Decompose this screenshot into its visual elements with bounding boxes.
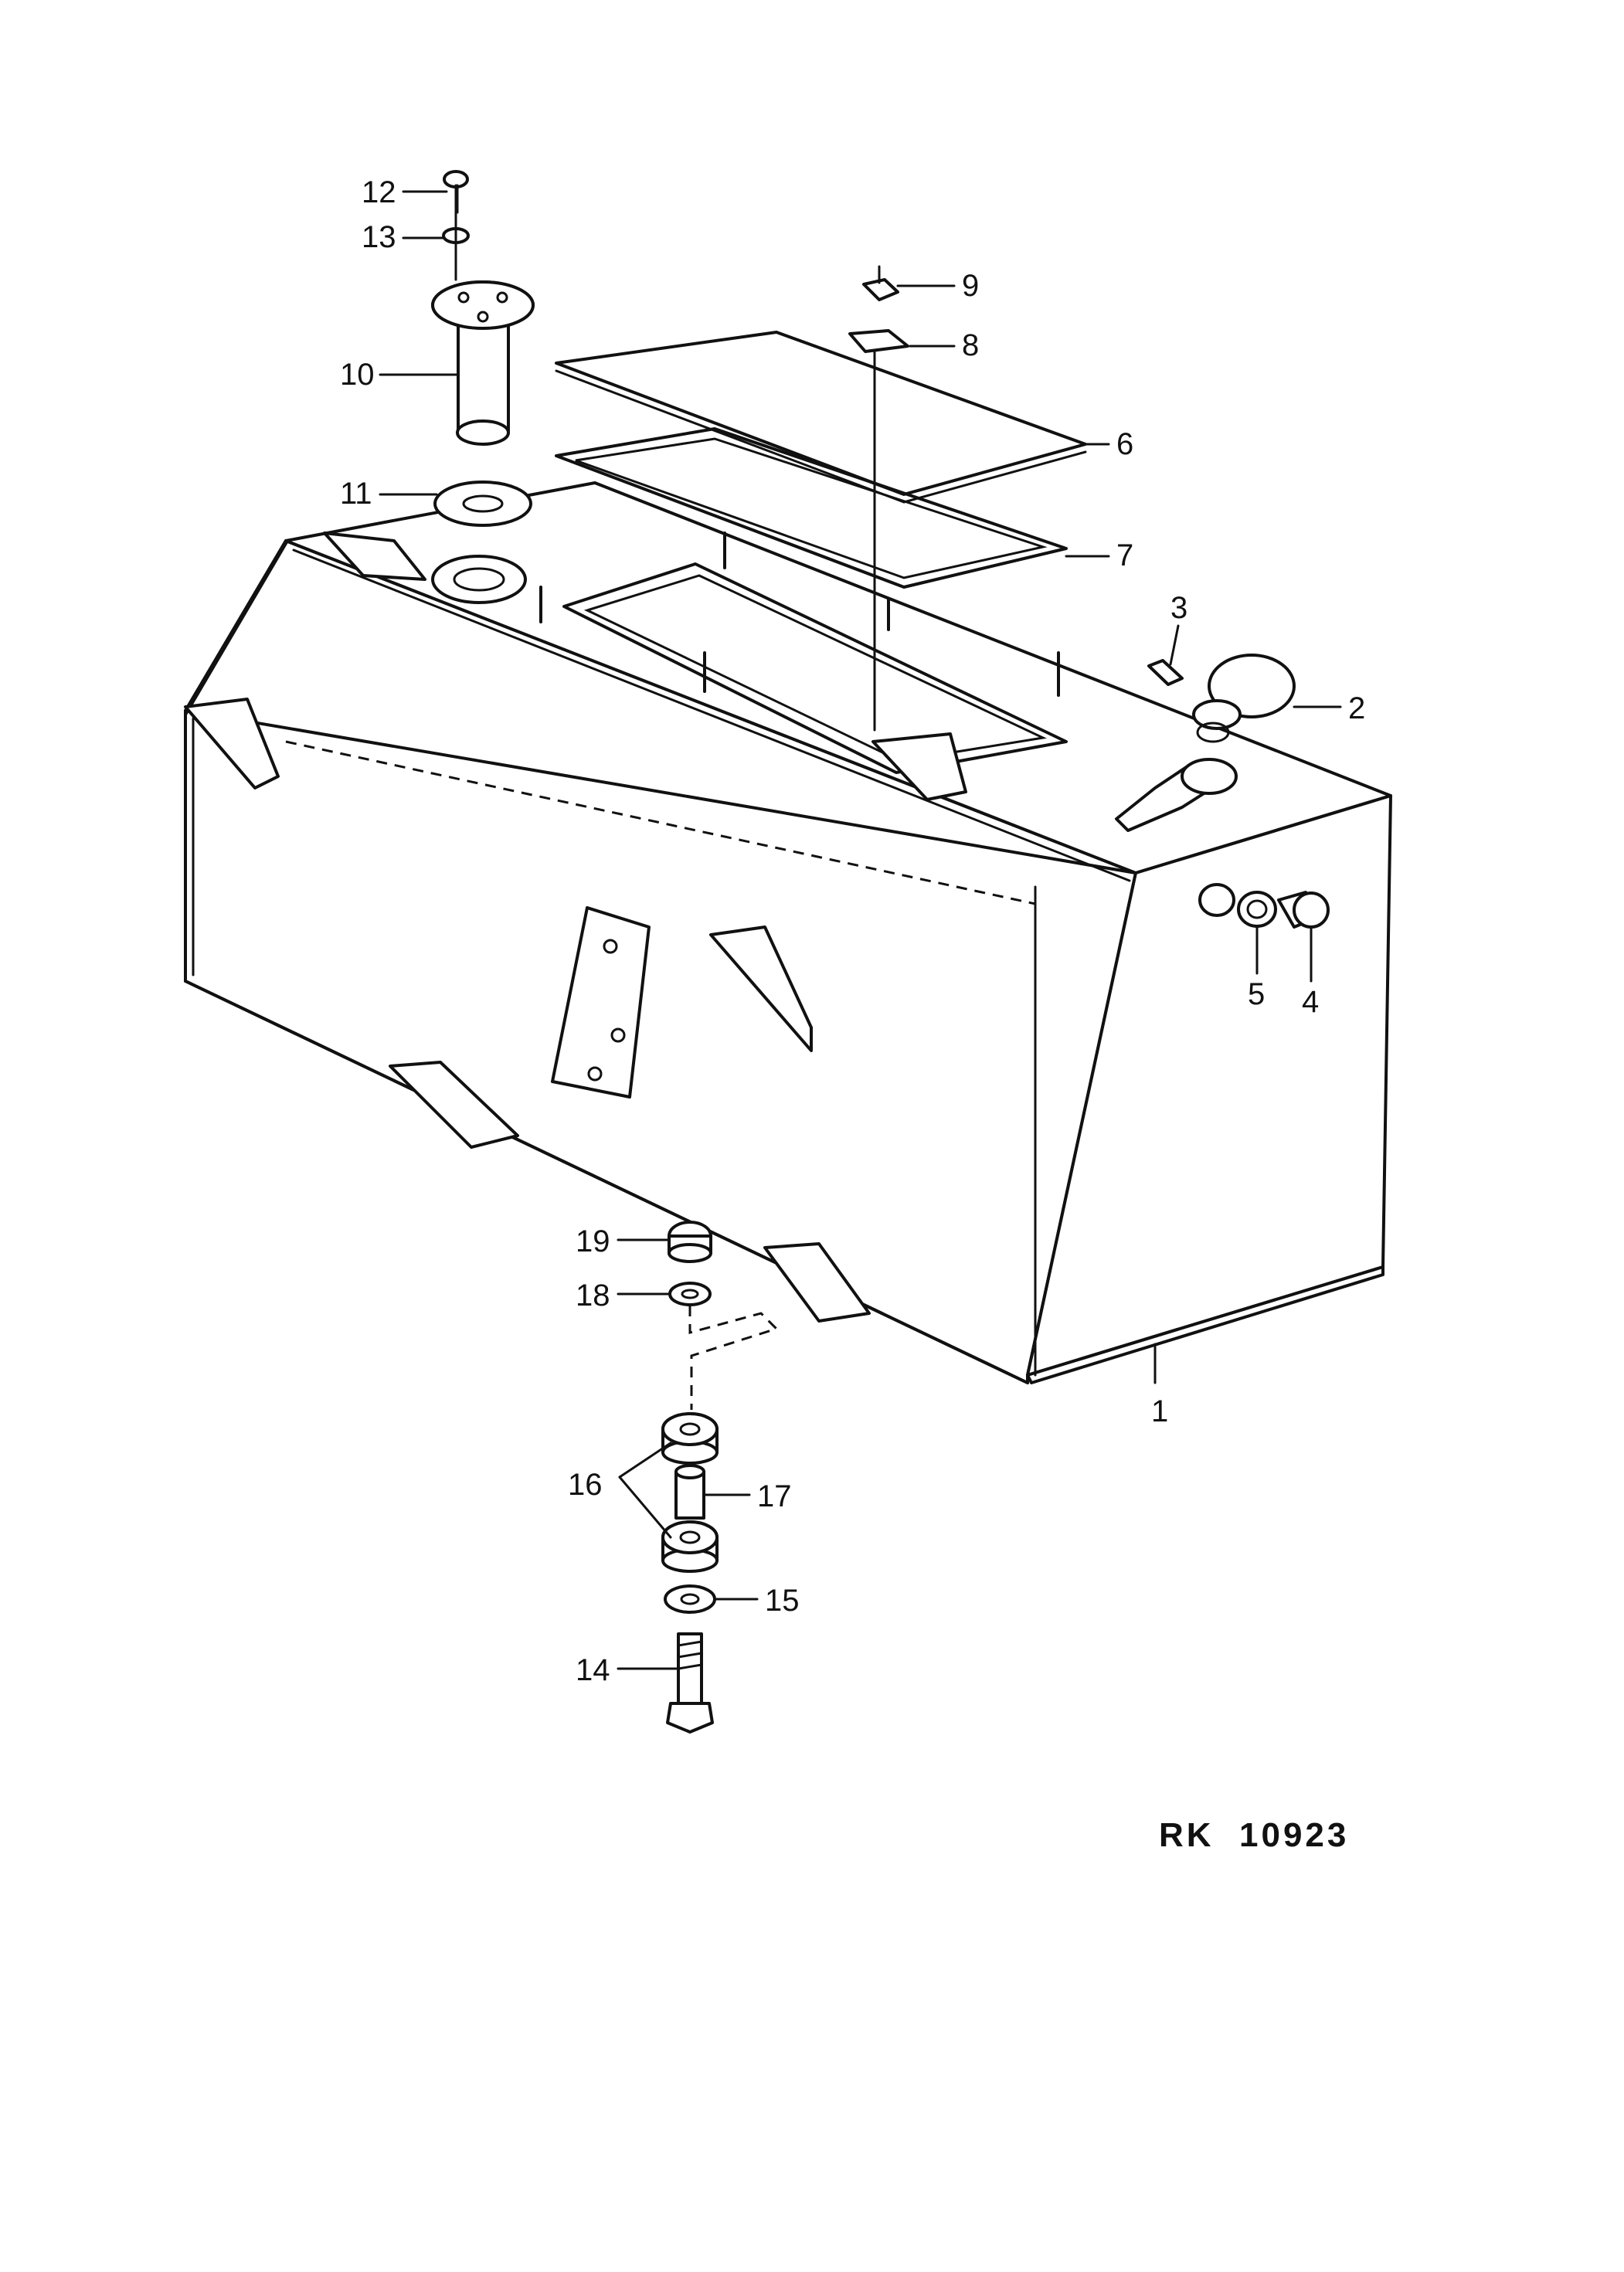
label-18: 18 <box>576 1279 610 1313</box>
label-13: 13 <box>362 220 396 254</box>
label-11: 11 <box>340 477 372 511</box>
part-11-gasket-ring <box>433 481 532 527</box>
label-8: 8 <box>962 328 979 362</box>
label-14: 14 <box>576 1653 610 1687</box>
sender-mounting-ring <box>431 555 527 604</box>
reference-code: RK 10923 <box>1159 1816 1349 1854</box>
part-10-sender-unit <box>431 280 535 446</box>
part-labels: 1 2 3 4 5 6 7 8 9 10 11 12 13 14 15 16 1… <box>340 175 1365 1687</box>
label-5: 5 <box>1248 977 1265 1011</box>
part-8-clamp-plate <box>848 329 909 353</box>
part-16-rubber-bush-lower <box>661 1520 719 1573</box>
label-12: 12 <box>362 175 396 209</box>
drain-boss <box>1198 883 1235 917</box>
tank-top-opening-frame <box>562 562 1068 774</box>
assembly-dashed-path <box>688 1306 779 1410</box>
label-6: 6 <box>1116 427 1133 461</box>
label-9: 9 <box>962 269 979 303</box>
leader-lines <box>379 190 1342 1670</box>
top-studs <box>539 531 1060 697</box>
part-16-rubber-bush-upper <box>661 1412 719 1465</box>
filler-neck <box>1115 758 1238 832</box>
part-19-nut <box>668 1221 712 1263</box>
part-14-bolt <box>666 1632 714 1734</box>
part-18-washer <box>668 1282 712 1306</box>
label-3: 3 <box>1170 591 1187 625</box>
label-15: 15 <box>765 1584 800 1618</box>
label-17: 17 <box>757 1479 792 1513</box>
label-4: 4 <box>1302 985 1319 1019</box>
label-2: 2 <box>1348 691 1365 725</box>
part-2-filler-cap <box>1192 654 1296 743</box>
label-7: 7 <box>1116 538 1133 572</box>
part-9-nut <box>862 265 899 301</box>
label-10: 10 <box>340 358 375 392</box>
part-3-pin <box>1147 659 1184 686</box>
label-1: 1 <box>1151 1394 1168 1428</box>
part-7-gasket <box>555 427 1068 589</box>
part-5-washer <box>1237 891 1277 928</box>
label-19: 19 <box>576 1224 610 1258</box>
label-16: 16 <box>568 1468 603 1502</box>
tank-mounting-brackets <box>184 531 967 1323</box>
part-17-sleeve <box>674 1464 705 1520</box>
part-6-cover-plate <box>555 331 1087 504</box>
fuel-tank-body <box>184 481 1392 1384</box>
part-15-washer <box>664 1584 716 1614</box>
